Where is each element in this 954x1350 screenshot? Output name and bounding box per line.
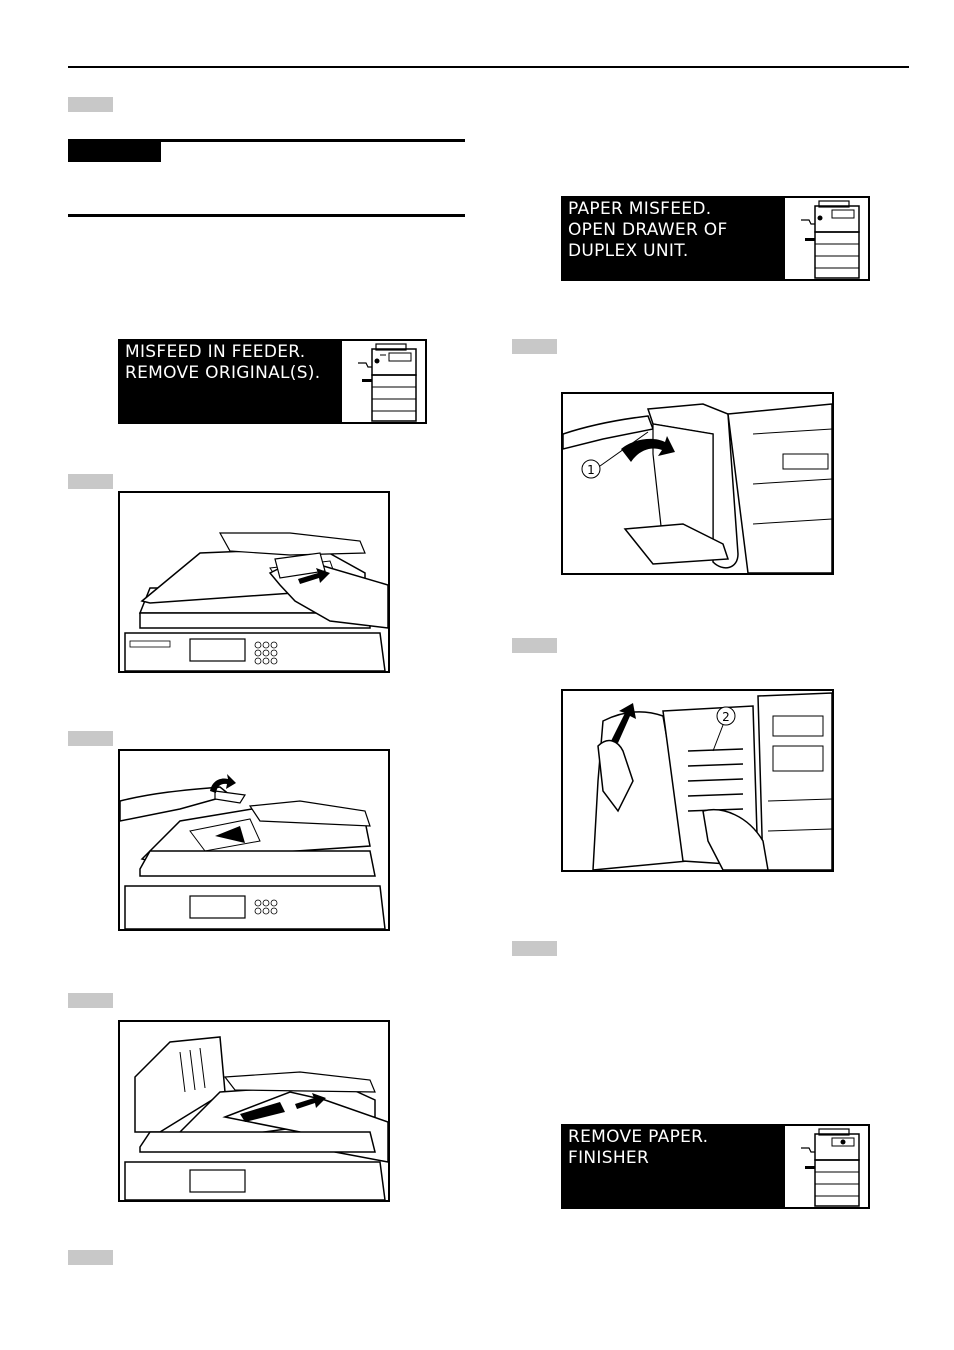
remove-duplex-paper-illustration: 2 — [561, 689, 834, 872]
arrow-icon — [611, 703, 636, 743]
step-tab — [68, 97, 113, 112]
step-tab — [68, 474, 113, 489]
arrow-icon — [210, 774, 236, 793]
finisher-remove-display: REMOVE PAPER. FINISHER — [561, 1124, 870, 1209]
feeder-misfeed-display: MISFEED IN FEEDER. REMOVE ORIGINAL(S). — [118, 339, 427, 424]
step-tab — [68, 731, 113, 746]
display-message: PAPER MISFEED. OPEN DRAWER OF DUPLEX UNI… — [568, 199, 728, 261]
callout-label: 1 — [587, 463, 595, 477]
copier-status-icon — [342, 341, 425, 422]
display-message: REMOVE PAPER. FINISHER — [568, 1127, 709, 1168]
caution-bottom-rule — [68, 214, 465, 217]
remove-jammed-original-illustration — [118, 1020, 390, 1202]
header-rule — [68, 66, 909, 68]
callout-label: 2 — [722, 710, 730, 724]
copier-status-icon — [785, 198, 868, 279]
step-tab — [512, 638, 557, 653]
remove-original-illustration — [118, 491, 390, 673]
open-feeder-cover-illustration — [118, 749, 390, 931]
duplex-misfeed-display: PAPER MISFEED. OPEN DRAWER OF DUPLEX UNI… — [561, 196, 870, 281]
step-tab — [512, 339, 557, 354]
step-tab — [68, 993, 113, 1008]
step-tab — [68, 1250, 113, 1265]
caution-top-rule — [68, 139, 465, 142]
display-message: MISFEED IN FEEDER. REMOVE ORIGINAL(S). — [125, 342, 321, 383]
caution-label — [68, 142, 161, 162]
arrow-icon — [298, 568, 330, 584]
copier-status-icon — [785, 1126, 868, 1207]
arrow-icon — [621, 436, 675, 462]
step-tab — [512, 941, 557, 956]
open-duplex-drawer-illustration: 1 — [561, 392, 834, 575]
arrow-icon — [295, 1093, 326, 1109]
